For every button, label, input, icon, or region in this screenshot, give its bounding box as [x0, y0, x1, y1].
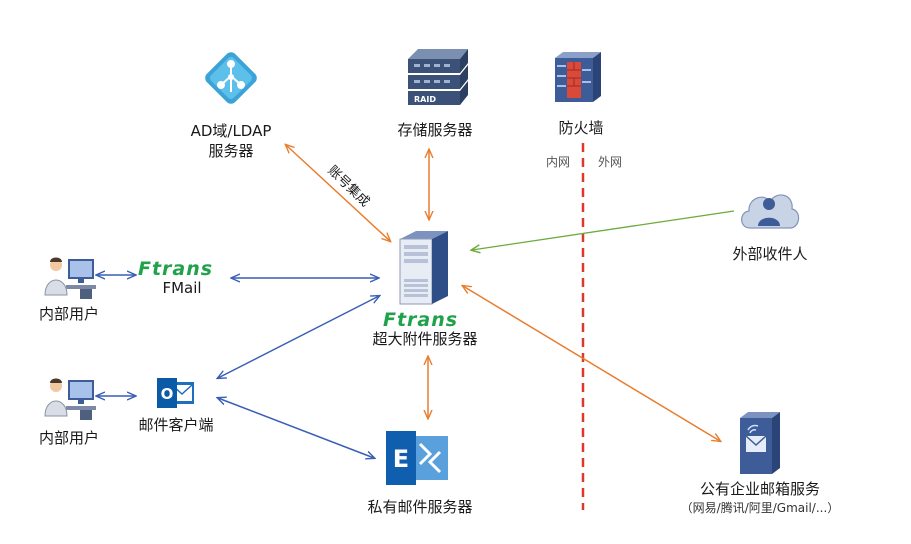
- mail-client-title: 邮件客户端: [138, 416, 214, 434]
- edge-external-central: [472, 210, 735, 250]
- internal-user-pc-icon: [44, 257, 96, 299]
- central-server-title: 超大附件服务器: [372, 330, 478, 348]
- internal-user-2-title: 内部用户: [38, 429, 99, 447]
- public-mail-service-icon: [740, 412, 780, 474]
- ad-server-title: AD域/LDAP: [190, 122, 272, 140]
- exchange-letter: E: [393, 445, 409, 473]
- exchange-server-icon: E: [386, 431, 448, 485]
- central-server-icon: [399, 231, 448, 305]
- outlook-letter: O: [161, 385, 174, 403]
- fmail-title: FMail: [162, 279, 202, 297]
- internal-user-1-title: 内部用户: [38, 305, 99, 323]
- ad-server-icon: [205, 52, 257, 104]
- firewall-title: 防火墙: [558, 119, 604, 137]
- raid-label: RAID: [414, 95, 436, 104]
- outlook-client-icon: O: [157, 378, 194, 408]
- external-recipient-icon: [741, 194, 800, 229]
- edge-central-public-mail: [463, 286, 720, 441]
- ad-server-subtitle: 服务器: [208, 142, 254, 160]
- storage-server-title: 存储服务器: [397, 121, 473, 139]
- edge-outlook-exchange: [218, 398, 374, 458]
- public-mail-subtitle: （网易/腾讯/阿里/Gmail/...）: [680, 501, 840, 515]
- edge-outlook-central: [218, 296, 379, 378]
- raid-storage-icon: RAID: [408, 49, 468, 105]
- outer-network-label: 外网: [597, 155, 622, 169]
- edge-ad-central: [286, 145, 390, 241]
- inner-network-label: 内网: [545, 155, 570, 169]
- central-brand-logo: Ftrans: [383, 309, 459, 331]
- internal-user-pc-icon: [44, 378, 96, 420]
- private-mail-server-title: 私有邮件服务器: [367, 498, 473, 516]
- fmail-brand-logo: Ftrans: [138, 258, 214, 280]
- public-mail-title: 公有企业邮箱服务: [699, 480, 820, 498]
- external-recipient-title: 外部收件人: [732, 245, 808, 263]
- firewall-icon: [555, 52, 601, 102]
